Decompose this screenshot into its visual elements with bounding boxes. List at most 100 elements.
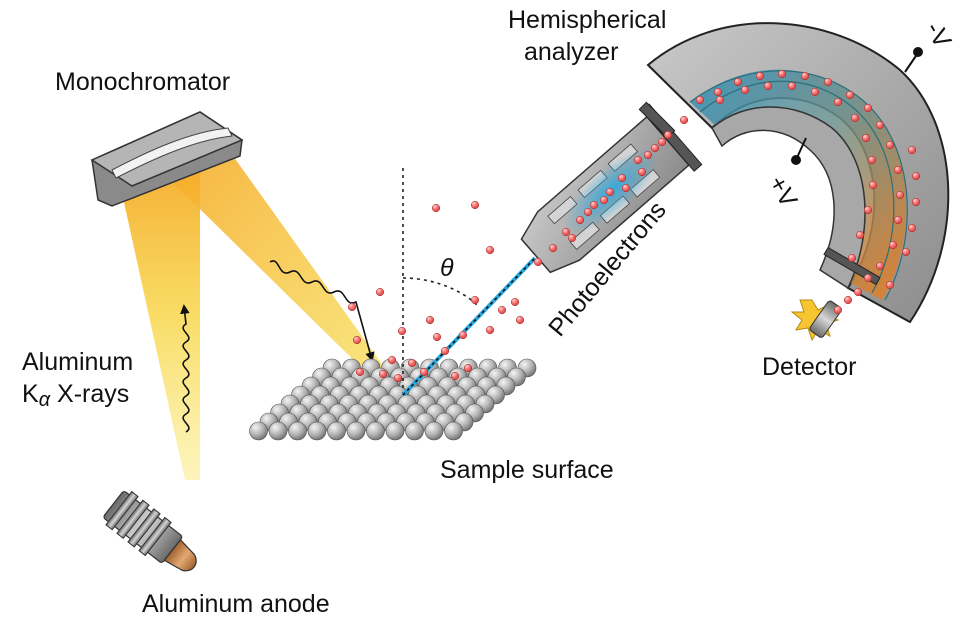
electron-dot bbox=[548, 243, 558, 253]
electron-dot bbox=[375, 287, 385, 297]
sample-atom bbox=[385, 421, 405, 441]
electron-dot bbox=[431, 203, 441, 213]
label-xray-k: K bbox=[22, 380, 39, 408]
electron-dot bbox=[853, 287, 863, 297]
label-xray-suffix: X-rays bbox=[50, 380, 129, 408]
electron-dot bbox=[888, 240, 898, 250]
sample-atom bbox=[268, 421, 288, 441]
electron-dot bbox=[901, 247, 911, 257]
sample-surface-atoms bbox=[249, 358, 537, 441]
electron-dot bbox=[833, 97, 843, 107]
sample-atom bbox=[346, 421, 366, 441]
label-analyzer-line1: Hemispherical bbox=[508, 6, 666, 34]
electron-dot bbox=[458, 330, 468, 340]
electron-dot bbox=[605, 187, 615, 197]
photoelectrons-particles bbox=[347, 69, 921, 383]
electron-dot bbox=[450, 371, 460, 381]
sample-atom bbox=[366, 421, 385, 441]
label-anode: Aluminum anode bbox=[142, 590, 330, 618]
label-analyzer-line2: analyzer bbox=[524, 38, 619, 66]
incident-beam bbox=[118, 150, 200, 480]
electron-dot bbox=[650, 143, 660, 153]
electron-dot bbox=[843, 295, 853, 305]
aluminum-anode bbox=[103, 490, 197, 572]
xray-beams bbox=[118, 135, 402, 480]
photon-waves bbox=[180, 260, 375, 433]
minus-terminal bbox=[913, 47, 923, 57]
sample-atom bbox=[444, 421, 463, 441]
electron-dot bbox=[352, 335, 362, 345]
electron-dot bbox=[777, 69, 787, 79]
electron-dot bbox=[589, 200, 599, 210]
electron-dot bbox=[885, 140, 895, 150]
incident-photon bbox=[180, 304, 190, 433]
label-minus-v: -V bbox=[920, 17, 957, 53]
electron-dot bbox=[845, 90, 855, 100]
monochromator bbox=[90, 111, 244, 207]
electron-dot bbox=[575, 215, 585, 225]
detector bbox=[790, 299, 842, 342]
theta-arc bbox=[402, 277, 479, 307]
electron-dot bbox=[679, 115, 689, 125]
electron-dot bbox=[485, 325, 495, 335]
electron-dot bbox=[855, 230, 865, 240]
label-detector: Detector bbox=[762, 353, 856, 381]
electron-dot bbox=[740, 85, 750, 95]
electron-dot bbox=[787, 81, 797, 91]
hemispherical-analyzer bbox=[638, 22, 950, 324]
label-monochromator: Monochromator bbox=[55, 68, 230, 96]
label-xray-line1: Aluminum bbox=[22, 348, 133, 376]
electron-dot bbox=[733, 77, 743, 87]
electron-dot bbox=[695, 95, 705, 105]
electron-dot bbox=[510, 297, 520, 307]
electron-dot bbox=[895, 190, 905, 200]
electron-dot bbox=[823, 77, 833, 87]
electron-dot bbox=[810, 87, 820, 97]
electron-dot bbox=[875, 261, 885, 271]
sample-atom bbox=[249, 421, 268, 441]
electron-dot bbox=[621, 183, 631, 193]
electron-dot bbox=[867, 155, 877, 165]
electron-dot bbox=[617, 173, 627, 183]
electron-dot bbox=[893, 165, 903, 175]
electron-dot bbox=[567, 233, 577, 243]
electron-dot bbox=[347, 302, 357, 312]
label-theta: θ bbox=[440, 254, 454, 282]
electron-dot bbox=[378, 369, 388, 379]
electron-dot bbox=[755, 71, 765, 81]
electron-dot bbox=[861, 133, 871, 143]
sample-atom bbox=[405, 421, 424, 441]
sample-atom bbox=[327, 421, 346, 441]
electron-dot bbox=[885, 280, 895, 290]
electron-dot bbox=[663, 130, 673, 140]
sample-atom bbox=[307, 421, 327, 441]
electron-dot bbox=[907, 223, 917, 233]
electron-dot bbox=[633, 155, 643, 165]
electron-dot bbox=[397, 326, 407, 336]
plus-terminal bbox=[791, 155, 801, 165]
electron-dot bbox=[713, 87, 723, 97]
electron-dot bbox=[463, 363, 473, 373]
electron-dot bbox=[847, 253, 857, 263]
monochromated-beam bbox=[150, 135, 402, 392]
electron-dot bbox=[425, 315, 435, 325]
electron-dot bbox=[863, 273, 873, 283]
electron-dot bbox=[515, 315, 525, 325]
sample-atom bbox=[424, 421, 444, 441]
electron-dot bbox=[643, 150, 653, 160]
electron-dot bbox=[863, 205, 873, 215]
voltage-terminals bbox=[791, 47, 923, 165]
electron-dot bbox=[911, 197, 921, 207]
angle-indicator bbox=[402, 168, 479, 395]
electron-dot bbox=[533, 257, 543, 267]
electron-dot bbox=[561, 227, 571, 237]
electron-dot bbox=[355, 367, 365, 377]
monochromated-photon bbox=[269, 260, 375, 362]
electron-dot bbox=[907, 145, 917, 155]
electron-dot bbox=[470, 295, 480, 305]
electron-dot bbox=[440, 346, 450, 356]
electron-dot bbox=[419, 367, 429, 377]
electron-dot bbox=[833, 305, 843, 315]
sample-atom bbox=[288, 421, 307, 441]
label-xray-line2: Kα X-rays bbox=[22, 380, 129, 411]
